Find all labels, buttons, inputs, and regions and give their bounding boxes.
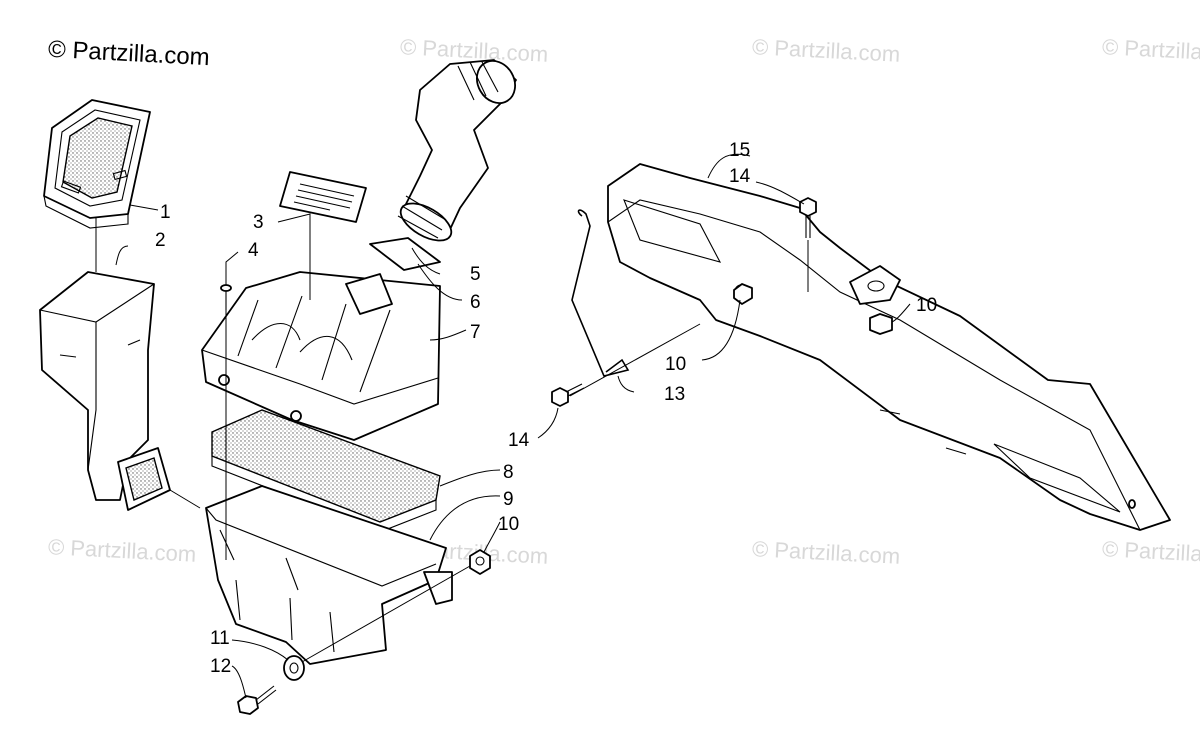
airbox-base <box>205 485 453 665</box>
bolt <box>551 383 585 407</box>
callout-label: 14 <box>729 166 751 187</box>
mounting-bracket <box>607 163 1171 531</box>
callout-label: 11 <box>210 628 230 649</box>
callout-label: 13 <box>664 384 685 405</box>
nut <box>733 283 753 305</box>
callout-label: 6 <box>470 292 481 313</box>
nut <box>869 313 893 335</box>
bolt <box>799 197 817 238</box>
callout-label: 7 <box>470 322 481 343</box>
intake-boot-hose <box>397 59 517 242</box>
screw <box>220 284 232 310</box>
callout-label: 8 <box>503 462 514 483</box>
grommet <box>283 655 305 681</box>
callout-label: 5 <box>470 264 481 285</box>
callout-label: 12 <box>210 656 231 677</box>
warning-label <box>279 171 367 223</box>
callout-label: 10 <box>665 354 686 375</box>
callout-numbers: 1 2 3 4 5 6 7 8 9 10 10 10 10 11 12 13 1… <box>155 140 937 677</box>
wire-retainer <box>571 209 630 377</box>
callout-label: 9 <box>503 489 514 510</box>
bracket-plate <box>849 265 901 305</box>
callout-label: 14 <box>508 430 530 451</box>
leader-lines <box>95 153 911 699</box>
callout-label: 4 <box>248 240 259 261</box>
airbox-lid <box>201 271 441 441</box>
callout-label: 2 <box>155 230 166 251</box>
nut <box>469 549 491 575</box>
callout-label: 1 <box>160 202 171 223</box>
callout-label: 10 <box>498 514 519 535</box>
callout-label: 3 <box>253 212 264 233</box>
boot-gasket <box>369 237 441 271</box>
intake-grille-cover <box>43 99 151 229</box>
intake-duct <box>39 271 171 511</box>
callout-label: 10 <box>916 295 937 316</box>
callout-label: 15 <box>729 140 750 161</box>
